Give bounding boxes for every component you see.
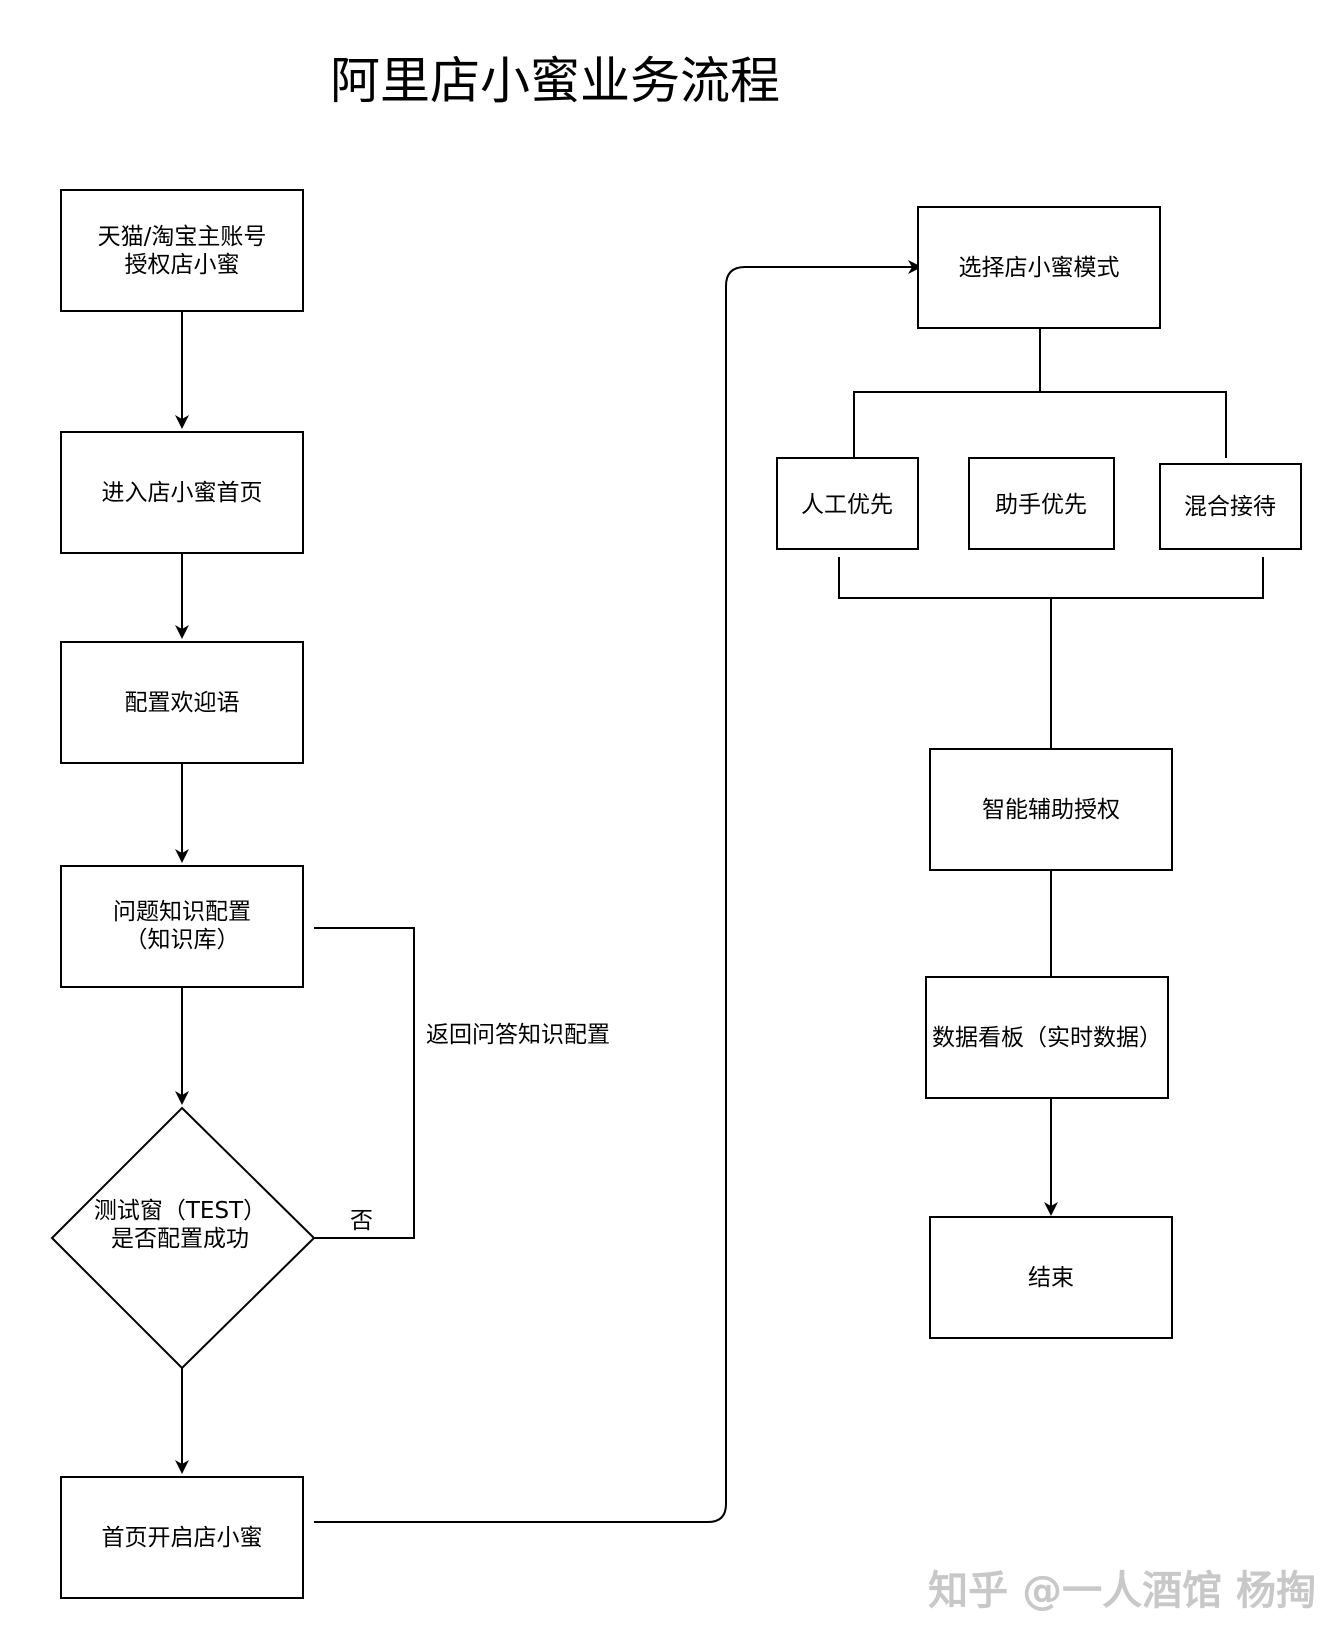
node-authorize-line-2: 授权店小蜜 — [125, 252, 240, 278]
node-authorize-line-1: 天猫/淘宝主账号 — [98, 224, 267, 250]
node-assistant-first: 助手优先 — [968, 457, 1115, 550]
node-knowledge-line-2: （知识库） — [125, 927, 240, 953]
edge-mode-merge — [838, 557, 1264, 599]
node-manual-first-label: 人工优先 — [801, 492, 893, 518]
node-smart-auth: 智能辅助授权 — [929, 748, 1173, 871]
page-title: 阿里店小蜜业务流程 — [330, 52, 780, 110]
node-assistant-first-label: 助手优先 — [995, 492, 1087, 518]
node-select-mode: 选择店小蜜模式 — [917, 206, 1161, 329]
node-mixed-label: 混合接待 — [1184, 494, 1276, 520]
node-test-line-2: 是否配置成功 — [111, 1226, 249, 1252]
node-test-line-1: 测试窗（TEST） — [94, 1198, 266, 1224]
node-dashboard: 数据看板（实时数据） — [925, 976, 1169, 1099]
node-welcome: 配置欢迎语 — [60, 641, 304, 764]
node-authorize: 天猫/淘宝主账号 授权店小蜜 — [60, 189, 304, 312]
node-enable: 首页开启店小蜜 — [60, 1476, 304, 1599]
edge-label-no: 否 — [350, 1208, 373, 1234]
node-mixed: 混合接待 — [1159, 463, 1302, 550]
watermark-text: 知乎 @一人酒馆 杨掏 — [928, 1568, 1316, 1614]
edge-label-back: 返回问答知识配置 — [426, 1022, 610, 1048]
edge-mode-branches — [853, 391, 1227, 458]
node-enter-home-label: 进入店小蜜首页 — [102, 480, 263, 506]
node-end: 结束 — [929, 1216, 1173, 1339]
edge-test-no-loop — [314, 927, 415, 1239]
node-smart-auth-label: 智能辅助授权 — [982, 797, 1120, 823]
node-dashboard-label: 数据看板（实时数据） — [932, 1025, 1162, 1051]
node-select-mode-label: 选择店小蜜模式 — [959, 255, 1120, 281]
node-enable-label: 首页开启店小蜜 — [102, 1525, 263, 1551]
node-knowledge: 问题知识配置 （知识库） — [60, 865, 304, 988]
node-enter-home: 进入店小蜜首页 — [60, 431, 304, 554]
node-knowledge-line-1: 问题知识配置 — [113, 899, 251, 925]
edge-enable-to-select-mode — [314, 260, 922, 1523]
node-test-decision: 测试窗（TEST） 是否配置成功 — [50, 1106, 316, 1370]
node-manual-first: 人工优先 — [776, 457, 919, 550]
node-end-label: 结束 — [1028, 1265, 1074, 1291]
node-welcome-label: 配置欢迎语 — [125, 690, 240, 716]
